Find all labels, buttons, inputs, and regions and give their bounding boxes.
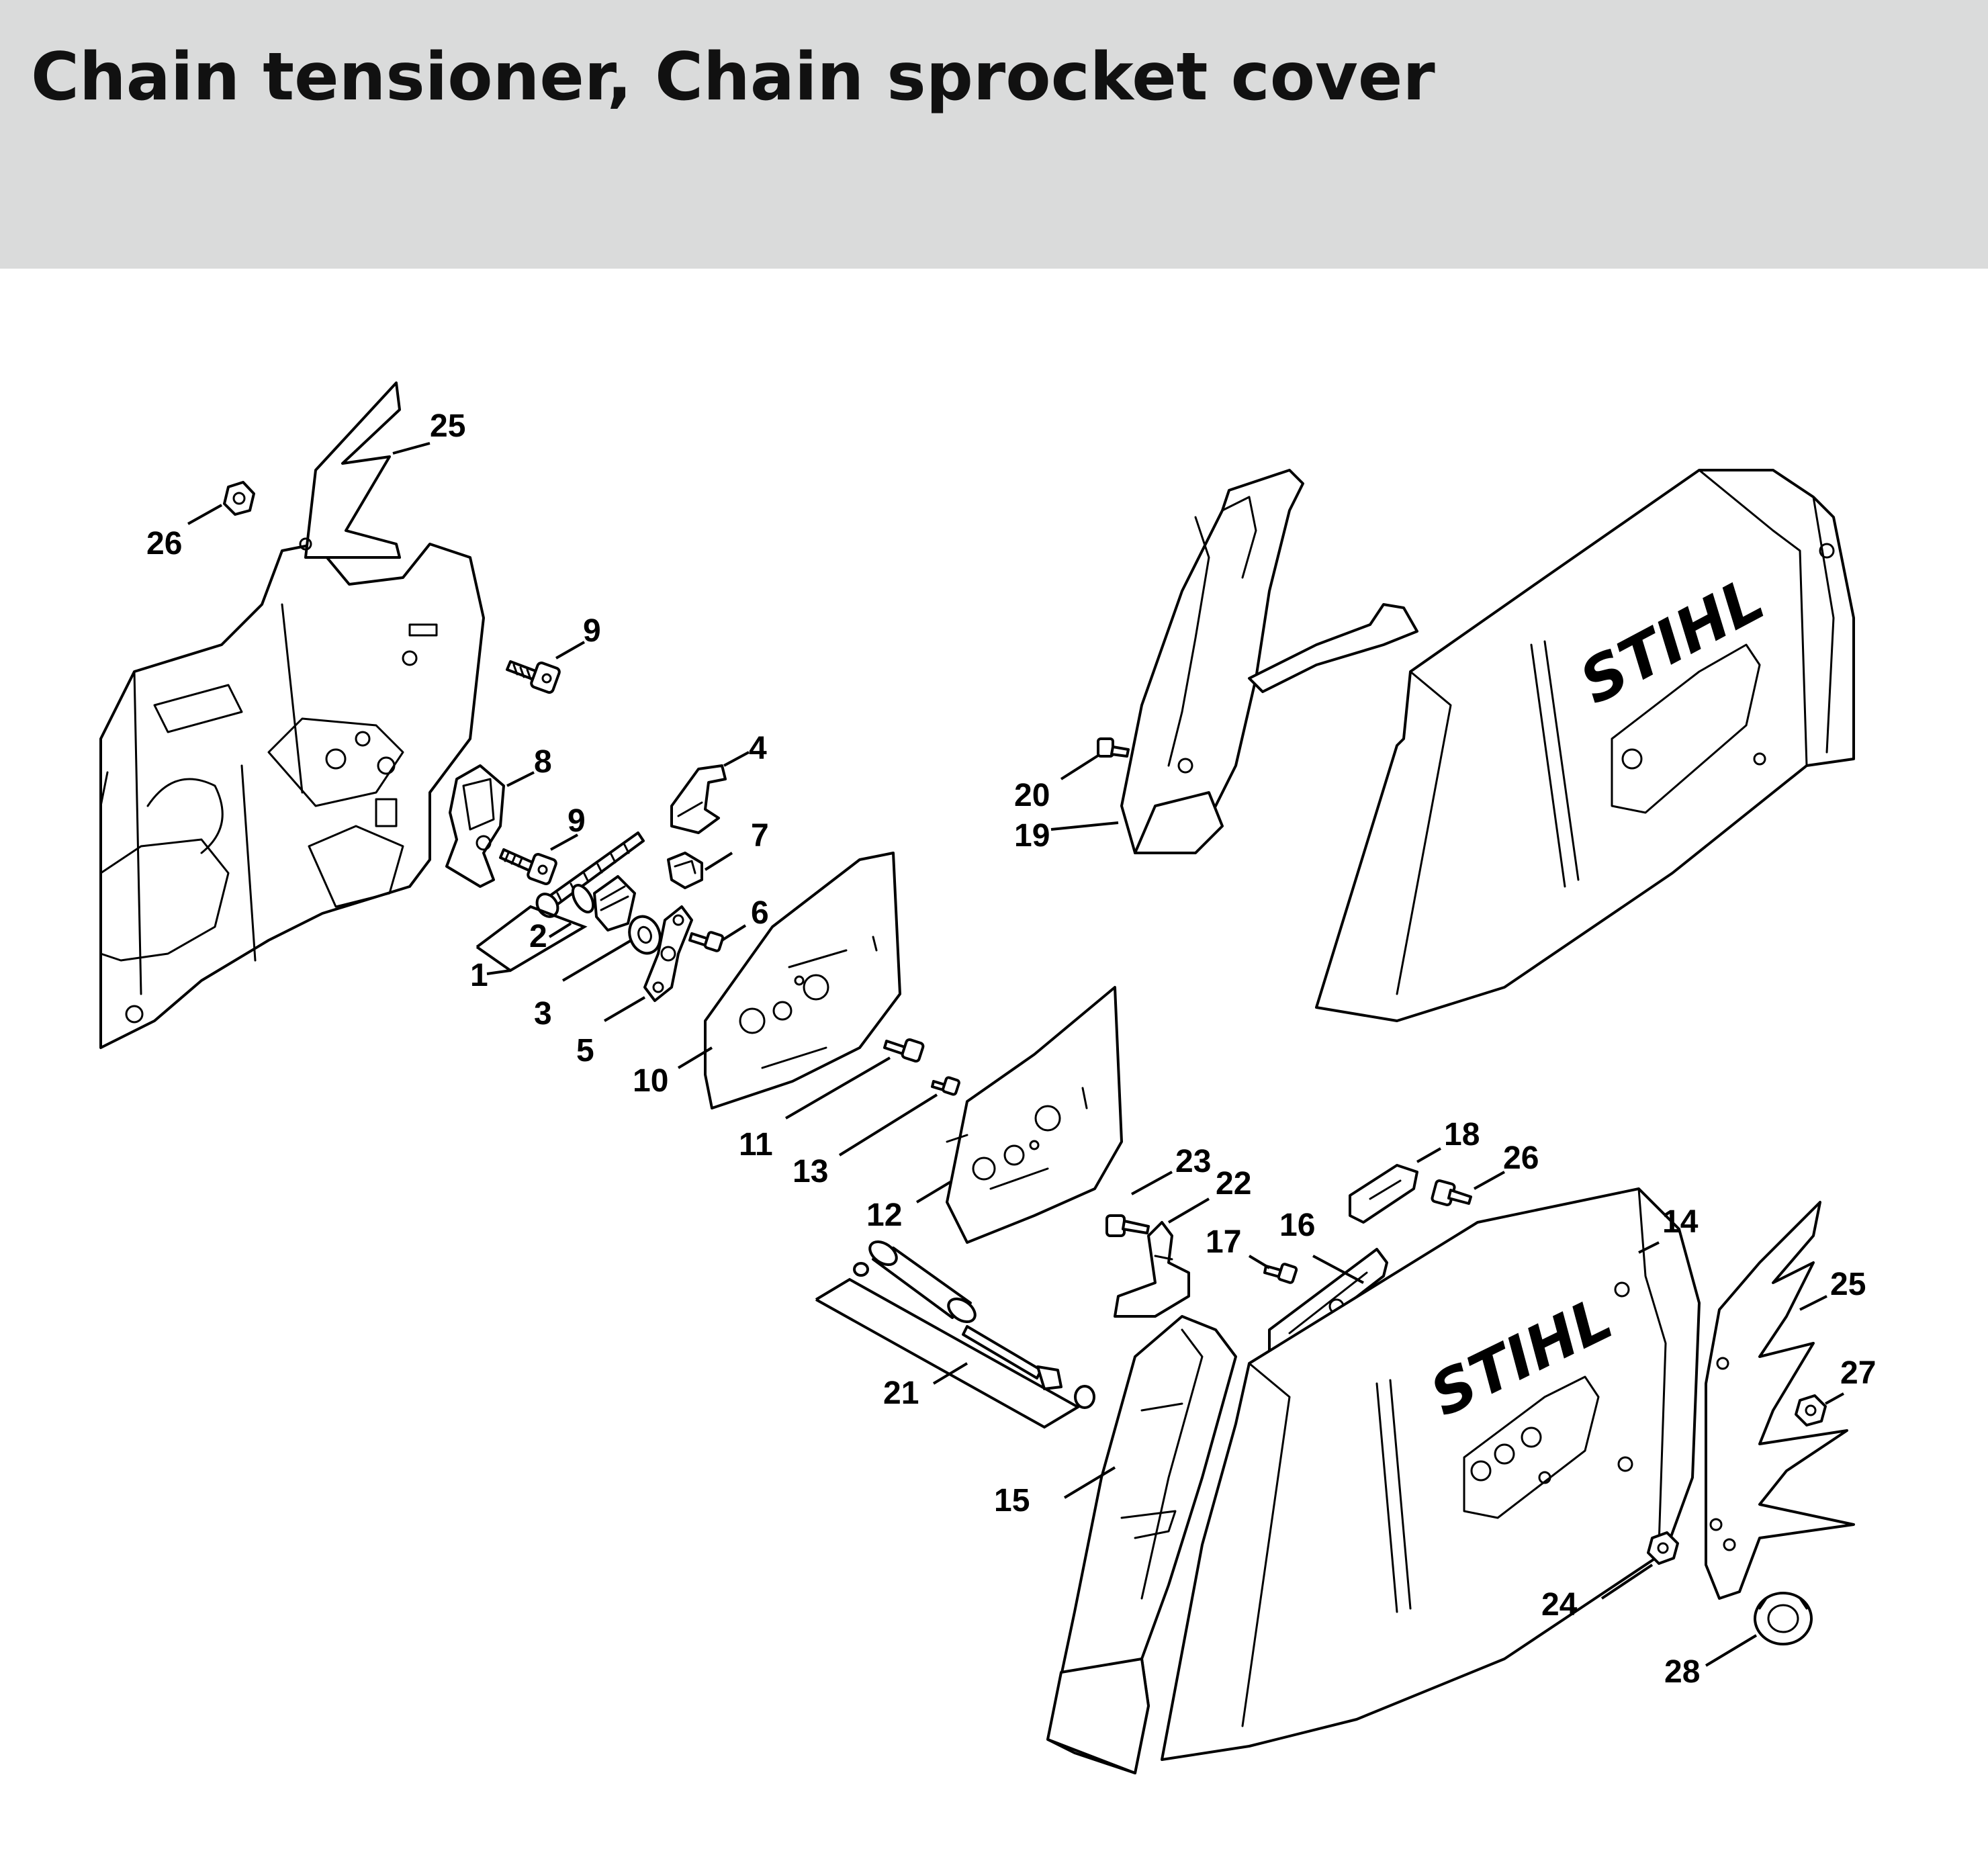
callout-14: 14	[1662, 1204, 1699, 1240]
part-13-screw	[931, 1076, 960, 1096]
part-25-bumper-spike-right	[1705, 1201, 1855, 1600]
callout-10: 10	[633, 1063, 668, 1099]
page-title: Chain tensioner, Chain sprocket cover	[31, 39, 1435, 116]
callout-23: 23	[1175, 1144, 1211, 1179]
part-20-screw	[1097, 737, 1130, 758]
part-9-screw-upper	[506, 660, 561, 694]
part-26-screw	[1431, 1179, 1472, 1206]
callout-24: 24	[1541, 1587, 1578, 1623]
part-25-bumper-spike-left	[299, 381, 401, 559]
callout-18: 18	[1444, 1117, 1480, 1152]
part-11-screw	[883, 1038, 925, 1063]
callout-5: 5	[576, 1033, 594, 1069]
header-band: Chain tensioner, Chain sprocket cover	[0, 0, 1988, 269]
callout-9-lower: 9	[568, 803, 586, 839]
part-19-guard-upper	[1120, 469, 1418, 854]
part-17-screw	[1263, 1263, 1298, 1284]
callout-28: 28	[1664, 1654, 1700, 1690]
crankcase-housing	[99, 543, 485, 1049]
callout-22: 22	[1216, 1166, 1251, 1202]
callout-12: 12	[866, 1197, 902, 1233]
callout-3: 3	[534, 996, 552, 1032]
callout-11: 11	[739, 1127, 773, 1163]
callout-2: 2	[529, 919, 547, 954]
callout-13: 13	[793, 1154, 828, 1189]
sprocket-cover-upper: STIHL	[1315, 469, 1855, 1022]
part-18-pad	[1349, 1164, 1418, 1224]
part-12-guide-plate	[946, 986, 1123, 1244]
part-6-screw	[688, 931, 725, 952]
part-27-nut-right	[1795, 1394, 1827, 1426]
callout-labels: 25 26 9 8 9 4 7 6 2 1 3 5 10 11 13 12 23…	[146, 408, 1876, 1690]
callout-20: 20	[1014, 778, 1050, 813]
part-27-nut-left	[223, 481, 255, 516]
part-7-clip	[667, 852, 703, 889]
callout-7: 7	[751, 818, 769, 854]
callout-6: 6	[751, 895, 769, 931]
callout-27-lower: 27	[1840, 1355, 1876, 1391]
part-10-guide-plate	[704, 852, 901, 1109]
part-9-screw-lower	[499, 848, 557, 885]
callout-25-upper: 25	[430, 408, 465, 444]
callout-1: 1	[470, 958, 488, 993]
part-21-sleeve-bolt	[853, 1240, 1095, 1409]
callout-8: 8	[534, 744, 552, 780]
part-28-collar-nut	[1754, 1592, 1813, 1645]
part-8-tensioner-block	[445, 764, 505, 888]
callout-4: 4	[749, 731, 767, 766]
part-15-guard-lower	[1046, 1315, 1237, 1774]
diagram-canvas: STIHL STIHL	[99, 381, 1876, 1774]
leader-lines	[187, 442, 1844, 1667]
part-24-nut	[1647, 1531, 1679, 1565]
part-23-screw	[1105, 1214, 1150, 1237]
callout-16: 16	[1279, 1208, 1315, 1243]
callout-21: 21	[883, 1375, 919, 1411]
callout-26: 26	[1503, 1140, 1539, 1176]
callout-9-upper: 9	[583, 613, 601, 649]
part-4-hook	[670, 764, 727, 834]
part-22-bracket	[1114, 1221, 1190, 1318]
callout-27-upper: 26	[146, 526, 182, 561]
part-5-tensioner-plate	[643, 905, 693, 1002]
part-14-sprocket-cover-lower: STIHL	[1161, 1187, 1701, 1761]
callout-15: 15	[994, 1483, 1030, 1519]
callout-25-lower: 25	[1830, 1267, 1866, 1302]
exploded-parts-diagram: STIHL STIHL	[0, 269, 1988, 1854]
callout-17: 17	[1206, 1224, 1241, 1260]
callout-19: 19	[1014, 818, 1050, 854]
